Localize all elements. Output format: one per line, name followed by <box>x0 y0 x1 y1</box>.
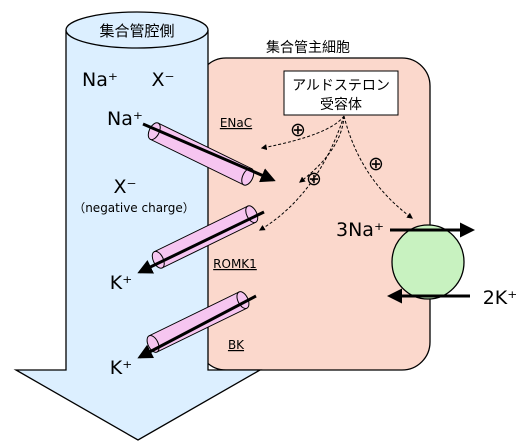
ion-k-romk: K⁺ <box>110 272 133 294</box>
bk-label: BK <box>228 338 245 352</box>
stim-arrow-romk <box>258 115 345 231</box>
ion-x-minus: X⁻ <box>113 176 136 198</box>
ion-na-enac: Na⁺ <box>107 108 143 130</box>
bk-flux-arrow <box>137 294 257 359</box>
stim-arrow-enac <box>260 115 345 151</box>
receptor-line2: 受容体 <box>320 96 362 113</box>
ion-x-note: （negative charge） <box>73 201 195 215</box>
na-k-pump <box>391 224 465 300</box>
ion-k-bk: K⁺ <box>110 357 133 379</box>
stim-arrow-pump <box>343 115 413 219</box>
lumen-arrow <box>13 11 263 441</box>
pump-k-label: 2K⁺ <box>483 287 518 309</box>
enac-flux-arrow <box>142 122 276 183</box>
lumen-na-label: Na⁺ <box>82 69 118 91</box>
lumen-title: 集合管腔側 <box>99 22 174 40</box>
enac-label: ENaC <box>220 116 252 130</box>
aldosterone-receptor-box <box>283 70 399 116</box>
plus-sign-3: ⊕ <box>368 153 384 175</box>
plus-sign-2: ⊕ <box>306 168 322 190</box>
stimulation-arrows <box>258 115 413 231</box>
romk1-label: ROMK1 <box>213 257 257 271</box>
pump-na-label: 3Na⁺ <box>336 219 384 241</box>
receptor-line1: アルドステロン <box>292 78 390 94</box>
lumen-x-label: X⁻ <box>151 69 174 91</box>
romk1-flux-arrow <box>137 210 265 274</box>
plus-sign-1: ⊕ <box>290 119 306 141</box>
cell-title: 集合管主細胞 <box>266 39 350 56</box>
stim-arrow-cell <box>299 115 345 183</box>
